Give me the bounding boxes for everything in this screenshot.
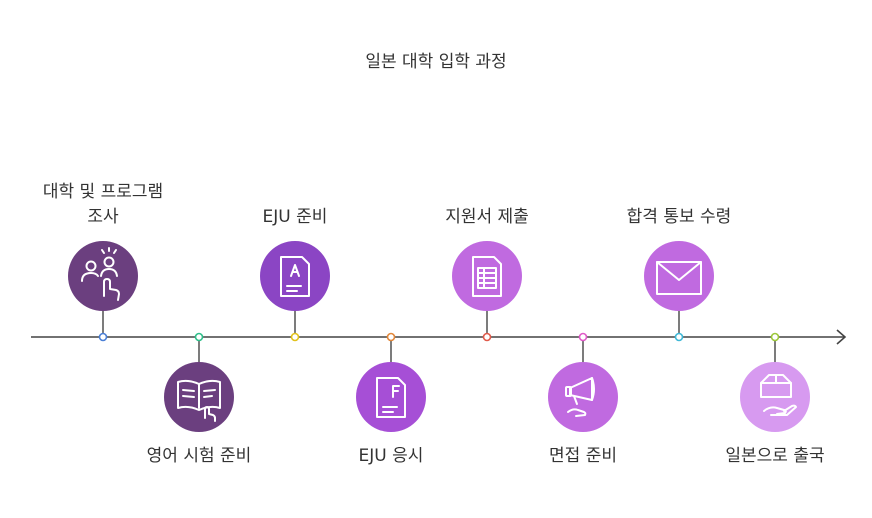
- step-1-label-line1: 대학 및 프로그램: [42, 182, 164, 202]
- step-1-label-line2: 조사: [87, 207, 119, 227]
- document-a-icon: [260, 241, 330, 311]
- timeline-dot-2: [194, 332, 204, 342]
- timeline-dot-4: [386, 332, 396, 342]
- timeline-dot-8: [770, 332, 780, 342]
- step-label-8: 일본으로 출국: [675, 444, 872, 469]
- step-6-label: 면접 준비: [549, 446, 617, 466]
- connector-lines: [102, 310, 776, 364]
- timeline-dot-5: [482, 332, 492, 342]
- document-f-icon: [356, 362, 426, 432]
- step-7-label: 합격 통보 수령: [626, 207, 732, 227]
- step-label-7: 합격 통보 수령: [579, 205, 779, 230]
- step-label-4: EJU 응시: [291, 444, 491, 469]
- step-label-3: EJU 준비: [195, 205, 395, 230]
- step-label-5: 지원서 제출: [387, 205, 587, 230]
- diagram-title: 일본 대학 입학 과정: [365, 52, 507, 72]
- megaphone-icon: [548, 362, 618, 432]
- package-hand-icon: [740, 362, 810, 432]
- envelope-icon: [644, 241, 714, 311]
- step-4-label: EJU 응시: [358, 446, 424, 466]
- people-touch-icon: [68, 241, 138, 311]
- step-5-label: 지원서 제출: [445, 207, 529, 227]
- timeline-arrowhead: [836, 329, 847, 345]
- step-2-label: 영어 시험 준비: [146, 446, 252, 466]
- form-table-icon: [452, 241, 522, 311]
- step-3-label: EJU 준비: [262, 207, 328, 227]
- step-label-6: 면접 준비: [483, 444, 683, 469]
- timeline-dot-7: [674, 332, 684, 342]
- timeline-dot-1: [98, 332, 108, 342]
- open-book-icon: [164, 362, 234, 432]
- timeline-dot-3: [290, 332, 300, 342]
- step-label-2: 영어 시험 준비: [99, 444, 299, 469]
- timeline-dot-6: [578, 332, 588, 342]
- step-label-1: 대학 및 프로그램 조사: [3, 180, 203, 230]
- step-8-label: 일본으로 출국: [725, 446, 825, 466]
